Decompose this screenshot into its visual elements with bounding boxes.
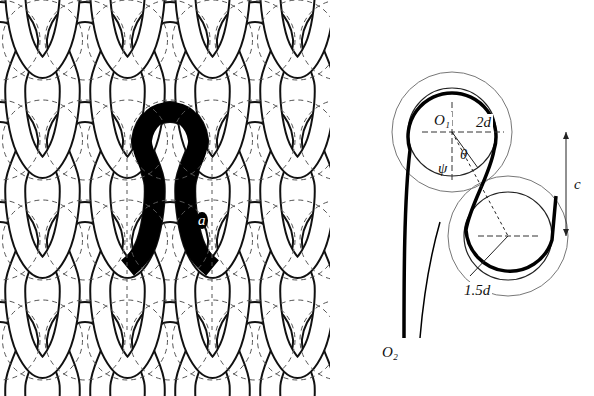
centre-line — [422, 132, 504, 133]
dashed-circle — [215, 0, 295, 80]
angle-ray — [452, 132, 478, 168]
dashed-circle — [0, 200, 40, 280]
dimension-label: c — [572, 176, 583, 193]
dashed-circle — [0, 300, 40, 380]
dashed-circle — [173, 0, 253, 80]
dimension-line — [566, 132, 567, 236]
yarn-course — [0, 0, 330, 68]
dashed-circle — [258, 0, 331, 80]
dashed-circle — [3, 200, 83, 280]
dashed-circle — [130, 100, 210, 180]
dashed-circle — [258, 100, 331, 180]
dashed-circle — [0, 100, 40, 180]
centre-link — [452, 132, 508, 236]
yarn-path — [404, 93, 556, 338]
dashed-circle — [88, 0, 168, 80]
dashed-circle — [45, 100, 125, 180]
dashed-circle — [130, 300, 210, 380]
dimension-arrow — [563, 229, 569, 236]
dashed-circle — [215, 200, 295, 280]
dashed-circle — [3, 0, 83, 80]
dashed-circle — [45, 200, 125, 280]
dashed-circle — [45, 0, 125, 80]
dashed-circle — [130, 0, 210, 80]
dashed-circle — [3, 300, 83, 380]
dimension-arrow — [563, 132, 569, 139]
yarn-course-outline — [0, 0, 330, 68]
dashed-circle — [130, 200, 210, 280]
dashed-circle — [258, 300, 331, 380]
dimension-label: θ — [458, 146, 469, 163]
dashed-circle — [258, 200, 331, 280]
highlighted-loop — [128, 112, 213, 268]
dashed-guide — [212, 150, 213, 330]
dashed-circle — [3, 100, 83, 180]
yarn-edge — [420, 222, 440, 338]
dashed-circle — [215, 300, 295, 380]
dimension-label: ψ — [436, 160, 449, 177]
dashed-circle — [45, 300, 125, 380]
dashed-circle — [0, 0, 40, 80]
dimension-label: O₁ — [432, 112, 452, 129]
dimension-label: 1.5d — [462, 282, 492, 299]
radius-line — [470, 236, 508, 276]
dimension-label: O₂ — [380, 344, 400, 361]
dashed-guide — [127, 150, 128, 330]
dimension-label: a — [196, 212, 208, 229]
dimension-label: 2d — [474, 114, 493, 131]
dashed-circle — [215, 100, 295, 180]
inner-circle — [464, 192, 552, 280]
